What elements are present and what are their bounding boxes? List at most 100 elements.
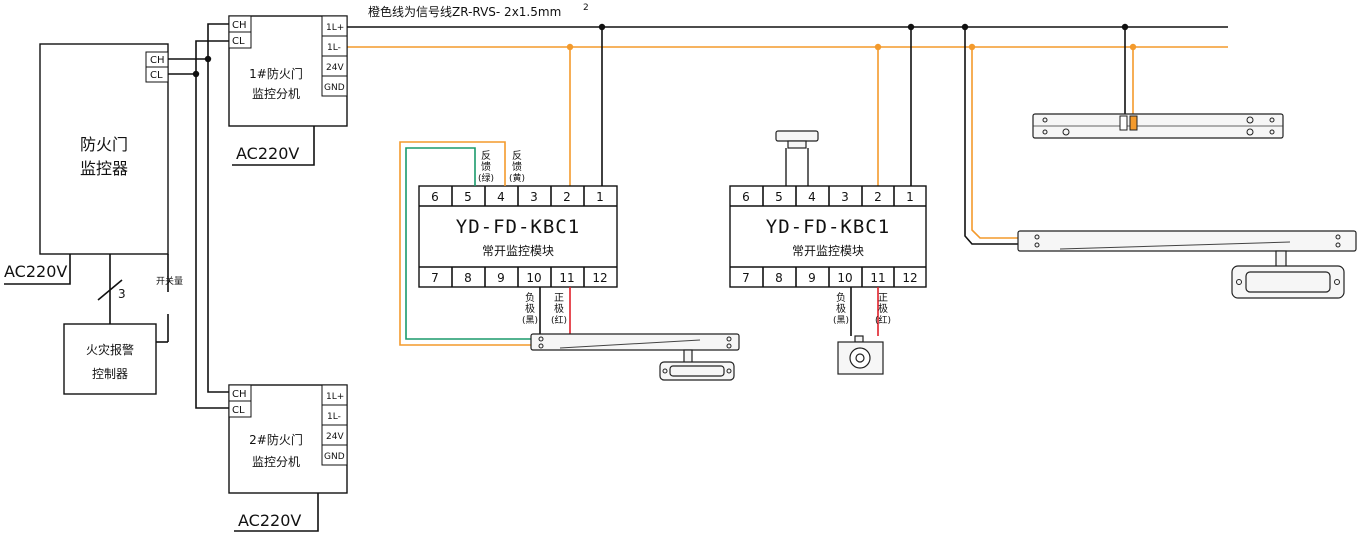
sliding-rail-closer-icon	[1032, 113, 1284, 139]
sub1-cl-label: CL	[232, 36, 245, 47]
sub-unit-2: CH CL 1L+ 1L- 24V GND 2#防火门 监控分机 AC220V	[228, 384, 348, 532]
module-b-name: 常开监控模块	[792, 244, 864, 258]
negative-a-label-2: 极	[525, 302, 535, 315]
cl-wire-sub2	[195, 74, 229, 409]
module-a-pin-3: 3	[530, 190, 538, 204]
module-a-pin-5: 5	[464, 190, 472, 204]
module-b-pin-5: 5	[775, 190, 783, 204]
positive-a-label-1: 正	[554, 293, 564, 304]
sub2-term-1-label: 1L+	[326, 392, 344, 402]
feedback-wire-green	[405, 147, 531, 340]
module-b-pin-12: 12	[902, 271, 917, 285]
negative-a-label-3: (黑)	[522, 315, 538, 326]
negative-b-label-2: 极	[836, 302, 846, 315]
signal-note-superscript: 2	[583, 3, 589, 13]
module-b-junction-black	[907, 23, 915, 31]
sub1-ch-label: CH	[232, 20, 247, 31]
feedback-yellow-label-2: 馈	[512, 160, 522, 173]
alarm-title-1: 火灾报警	[86, 342, 134, 357]
sub2-power-line	[234, 493, 319, 532]
sub-unit-1: CH CL 1L+ 1L- 24V GND 1#防火门 监控分机 AC220V	[228, 15, 348, 166]
sub1-term-3-label: 24V	[326, 63, 344, 73]
module-a-pin-4: 4	[497, 190, 505, 204]
sub1-cl-terminal	[228, 31, 252, 49]
sub2-term-4	[321, 444, 348, 466]
module-a-pin-12: 12	[592, 271, 607, 285]
module-b-pin-8: 8	[775, 271, 783, 285]
feedback-green-label-2: 馈	[481, 160, 491, 173]
module-b: 6 5 4 3 2 1 YD-FD-KBC1 常开监控模块 7 8 9 10 1…	[729, 23, 927, 375]
sub2-term-3-label: 24V	[326, 432, 344, 442]
positive-a-label-2: 极	[554, 302, 564, 315]
door-closer-b-icon	[1017, 230, 1357, 299]
alarm-title-2: 控制器	[92, 367, 128, 381]
sub1-term-1-label: 1L+	[326, 23, 344, 33]
sub1-power-line	[232, 126, 315, 166]
module-b-junction-orange	[874, 43, 882, 51]
top-rail-junction-black	[1121, 23, 1129, 31]
closer-junction-orange	[968, 43, 976, 51]
module-a-pin-8: 8	[464, 271, 472, 285]
sub2-title-2: 监控分机	[252, 455, 300, 469]
alarm-bus-count: 3	[118, 287, 126, 301]
negative-a-label-1: 负	[525, 291, 535, 304]
feedback-green-label-3: (绿)	[478, 172, 494, 184]
sub1-power-label: AC220V	[236, 144, 299, 163]
closer-junction-black	[961, 23, 969, 31]
alarm-bus-slash	[97, 279, 123, 301]
signal-note: 橙色线为信号线ZR-RVS- 2x1.5mm	[368, 4, 561, 19]
sub2-term-4-label: GND	[324, 452, 345, 462]
monitor-title-2: 监控器	[80, 159, 128, 178]
sub1-term-2-label: 1L-	[327, 43, 341, 53]
alarm-switch-label: 开关量	[156, 275, 183, 287]
module-a-pin-7: 7	[431, 271, 439, 285]
negative-b-label-1: 负	[836, 291, 846, 304]
sub2-term-2-label: 1L-	[327, 412, 341, 422]
sub2-ch-label: CH	[232, 389, 247, 400]
module-b-pin-1: 1	[906, 190, 914, 204]
monitor-ch-label: CH	[150, 55, 165, 66]
ch-cl-wiring	[168, 23, 229, 409]
ch-junction	[204, 55, 212, 63]
top-rail-junction-orange	[1129, 43, 1137, 51]
door-closer-a-icon	[530, 333, 740, 381]
module-b-model: YD-FD-KBC1	[766, 216, 890, 238]
magnetic-holder-icon	[775, 130, 819, 186]
sub1-term-4	[321, 75, 348, 97]
module-b-pin-2: 2	[874, 190, 882, 204]
closer-wire-black	[964, 27, 1018, 245]
positive-b-label-2: 极	[878, 302, 888, 315]
sub1-title-2: 监控分机	[252, 87, 300, 101]
monitor-title-1: 防火门	[80, 135, 128, 154]
positive-b-label-3: (红)	[875, 314, 891, 326]
module-a-pin-2: 2	[563, 190, 571, 204]
sub1-title-1: 1#防火门	[249, 66, 303, 81]
positive-b-label-1: 正	[878, 293, 888, 304]
sub2-cl-terminal	[228, 400, 252, 418]
module-a-pin-1: 1	[596, 190, 604, 204]
module-b-pin-6: 6	[742, 190, 750, 204]
cl-wire-sub1	[168, 40, 229, 75]
module-b-pin-9: 9	[808, 271, 816, 285]
sub1-term-4-label: GND	[324, 83, 345, 93]
module-a-pin-10: 10	[526, 271, 541, 285]
feedback-green-label-1: 反	[481, 150, 491, 162]
fire-door-monitor: CH CL 防火门 监控器 AC220V	[4, 43, 169, 285]
positive-a-label-3: (红)	[551, 314, 567, 326]
alarm-box	[63, 323, 157, 395]
module-a-junction-orange	[566, 43, 574, 51]
module-a-model: YD-FD-KBC1	[456, 216, 580, 238]
module-a-name: 常开监控模块	[482, 244, 554, 258]
module-b-pin-10: 10	[837, 271, 852, 285]
door-release-icon	[837, 335, 884, 375]
feedback-yellow-label-3: (黄)	[509, 172, 525, 184]
feedback-wire-yellow	[399, 141, 531, 346]
monitor-power-line	[4, 254, 71, 285]
negative-b-label-3: (黑)	[833, 315, 849, 326]
module-a-pin-6: 6	[431, 190, 439, 204]
module-a-junction-black	[598, 23, 606, 31]
module-a-pin-9: 9	[497, 271, 505, 285]
module-a-pin-11: 11	[559, 271, 574, 285]
module-a: 6 5 4 3 2 1 YD-FD-KBC1 常开监控模块 7 8 9 10 1…	[399, 23, 740, 381]
